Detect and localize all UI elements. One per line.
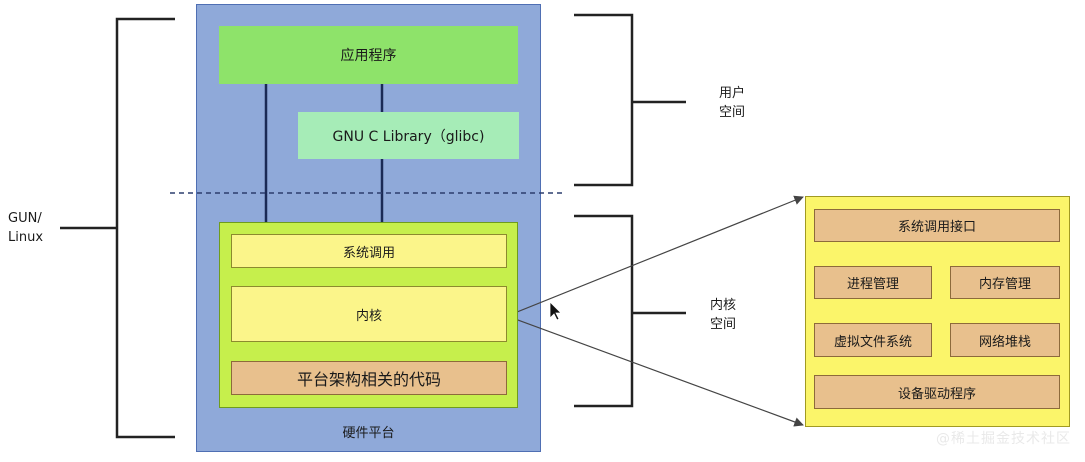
syscall-interface-label: 系统调用接口	[897, 220, 976, 235]
virtual-file-system-label: 虚拟文件系统	[833, 334, 912, 350]
watermark: @稀土掘金技术社区	[936, 431, 1071, 447]
system-call-box: 系统调用	[231, 234, 507, 268]
gnu-linux-label-line1: GUN/	[8, 211, 42, 226]
platform-code-label: 平台架构相关的代码	[296, 370, 441, 389]
user-space-label-line2: 空间	[719, 105, 746, 120]
kernel-box: 内核	[231, 286, 507, 342]
gnu-linux-bracket	[115, 17, 175, 439]
hardware-platform-label: 硬件平台	[342, 425, 395, 441]
memory-management-box: 内存管理	[950, 266, 1060, 299]
application-label: 应用程序	[340, 48, 397, 64]
process-management-box: 进程管理	[814, 266, 932, 299]
memory-management-label: 内存管理	[978, 277, 1031, 292]
virtual-file-system-box: 虚拟文件系统	[814, 323, 932, 357]
zoom-arrow-top	[506, 195, 804, 317]
syscall-interface-box: 系统调用接口	[814, 209, 1060, 242]
kernel-space-label-line2: 空间	[710, 317, 737, 332]
kernel-space-label: 内核 空间	[710, 296, 736, 334]
user-space-label-line1: 用户	[719, 86, 746, 101]
kernel-space-bracket	[574, 214, 634, 408]
mouse-cursor-icon	[549, 301, 562, 321]
user-space-label: 用户 空间	[719, 84, 745, 122]
application-box: 应用程序	[219, 26, 518, 84]
network-stack-label: 网络堆栈	[978, 334, 1031, 350]
network-stack-box: 网络堆栈	[950, 323, 1060, 357]
user-space-bracket	[574, 13, 634, 187]
glibc-label: GNU C Library（glibc)	[332, 128, 485, 145]
kernel-label: 内核	[355, 308, 382, 324]
system-call-label: 系统调用	[342, 245, 395, 261]
device-drivers-label: 设备驱动程序	[897, 386, 976, 402]
gnu-linux-label-line2: Linux	[8, 230, 44, 245]
process-management-label: 进程管理	[846, 277, 899, 292]
device-drivers-box: 设备驱动程序	[814, 375, 1060, 409]
zoom-arrow-bottom	[506, 315, 804, 427]
platform-code-box: 平台架构相关的代码	[231, 361, 507, 395]
glibc-box: GNU C Library（glibc)	[298, 112, 519, 159]
kernel-space-label-line1: 内核	[710, 298, 737, 313]
gnu-linux-label: GUN/ Linux	[8, 209, 43, 247]
